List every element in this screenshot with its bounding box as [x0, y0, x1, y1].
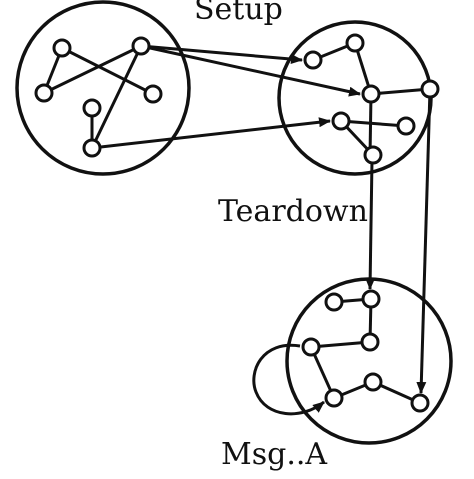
left-cluster-edges	[42, 44, 154, 149]
node	[131, 36, 151, 56]
node	[143, 84, 163, 104]
node	[345, 33, 365, 53]
node	[303, 50, 323, 70]
node	[301, 337, 321, 357]
node	[82, 138, 102, 158]
node	[410, 393, 430, 413]
arrow-left-to-setup-mid	[140, 44, 361, 97]
node	[363, 372, 383, 392]
node	[82, 98, 102, 118]
node	[363, 145, 383, 165]
node	[52, 38, 72, 58]
arrow-right-drop	[416, 88, 432, 394]
state-nodes	[34, 33, 440, 413]
node	[331, 111, 351, 131]
node	[361, 289, 381, 309]
node	[396, 116, 416, 136]
transition-arrows	[91, 44, 432, 416]
arrow-left-to-setup-low	[91, 117, 331, 150]
msg-label: Msg..A	[221, 437, 328, 472]
arrow-left-to-setup-top	[140, 44, 303, 65]
node	[34, 83, 54, 103]
teardown-label: Teardown	[218, 194, 368, 229]
node	[420, 79, 440, 99]
setup-label: Setup	[194, 0, 283, 27]
node	[324, 292, 344, 312]
arrow-teardown	[365, 159, 376, 290]
node	[361, 84, 381, 104]
node	[324, 388, 344, 408]
cluster-left	[15, 0, 191, 176]
node	[360, 332, 380, 352]
arrow-msg-loop	[252, 343, 325, 416]
